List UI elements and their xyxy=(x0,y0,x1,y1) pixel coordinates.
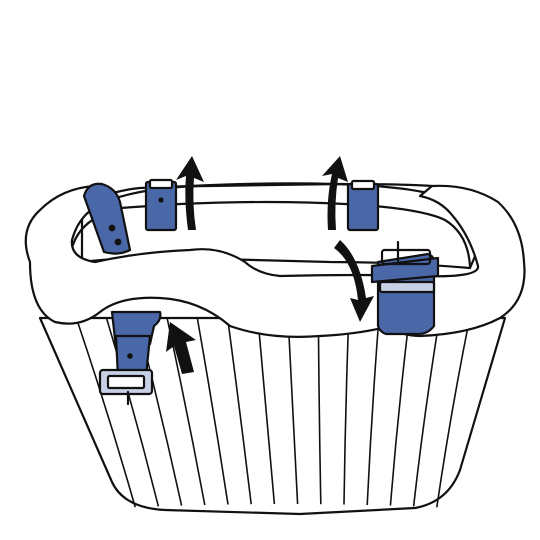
strap-hole xyxy=(158,197,164,203)
strap-back-right xyxy=(346,179,380,232)
strap-back-center xyxy=(144,178,178,232)
tub-stave-line xyxy=(436,317,471,508)
arrow-down-front-right-icon xyxy=(334,240,374,322)
tub-stave-line xyxy=(317,317,322,505)
tub-stave-line xyxy=(257,317,276,505)
tub-stave-line xyxy=(412,317,441,507)
strap-front-left xyxy=(98,310,162,406)
tub-stave-line xyxy=(366,317,380,506)
strap-hole xyxy=(108,224,116,232)
strap-front-right-buckle-slider xyxy=(378,280,436,294)
arrow-up-front-left-icon xyxy=(166,322,196,374)
arrow-up-back-center-icon xyxy=(176,156,204,230)
strap-back-left-band xyxy=(82,182,132,255)
tub-stave-line xyxy=(196,317,229,505)
strap-front-right xyxy=(370,240,440,336)
arrows xyxy=(166,156,374,374)
strap-back-left xyxy=(82,182,132,255)
tub-stave-line xyxy=(226,317,252,505)
strap-front-right-buckle-frame xyxy=(380,248,432,266)
tub-stave-line xyxy=(287,317,299,505)
tub-wall xyxy=(38,316,507,516)
tub-wall-staves xyxy=(75,317,471,508)
strap-back-right-loop xyxy=(350,179,376,191)
strap-hole xyxy=(114,238,122,246)
tub-stave-line xyxy=(389,317,410,506)
tub-wall-outline xyxy=(38,316,507,516)
tub-stave-line xyxy=(343,317,350,505)
strap-back-right-band xyxy=(346,182,380,232)
tub-stave-line xyxy=(75,317,136,508)
strap-front-left-buckle-opening xyxy=(106,374,146,390)
strap-hole xyxy=(127,353,133,359)
arrow-up-back-right-icon xyxy=(322,156,348,230)
tub-rim-top-edge xyxy=(108,182,434,202)
strap-back-center-loop xyxy=(148,178,174,190)
strap-back-center-band xyxy=(144,180,178,232)
tub-stave-line xyxy=(105,317,160,507)
